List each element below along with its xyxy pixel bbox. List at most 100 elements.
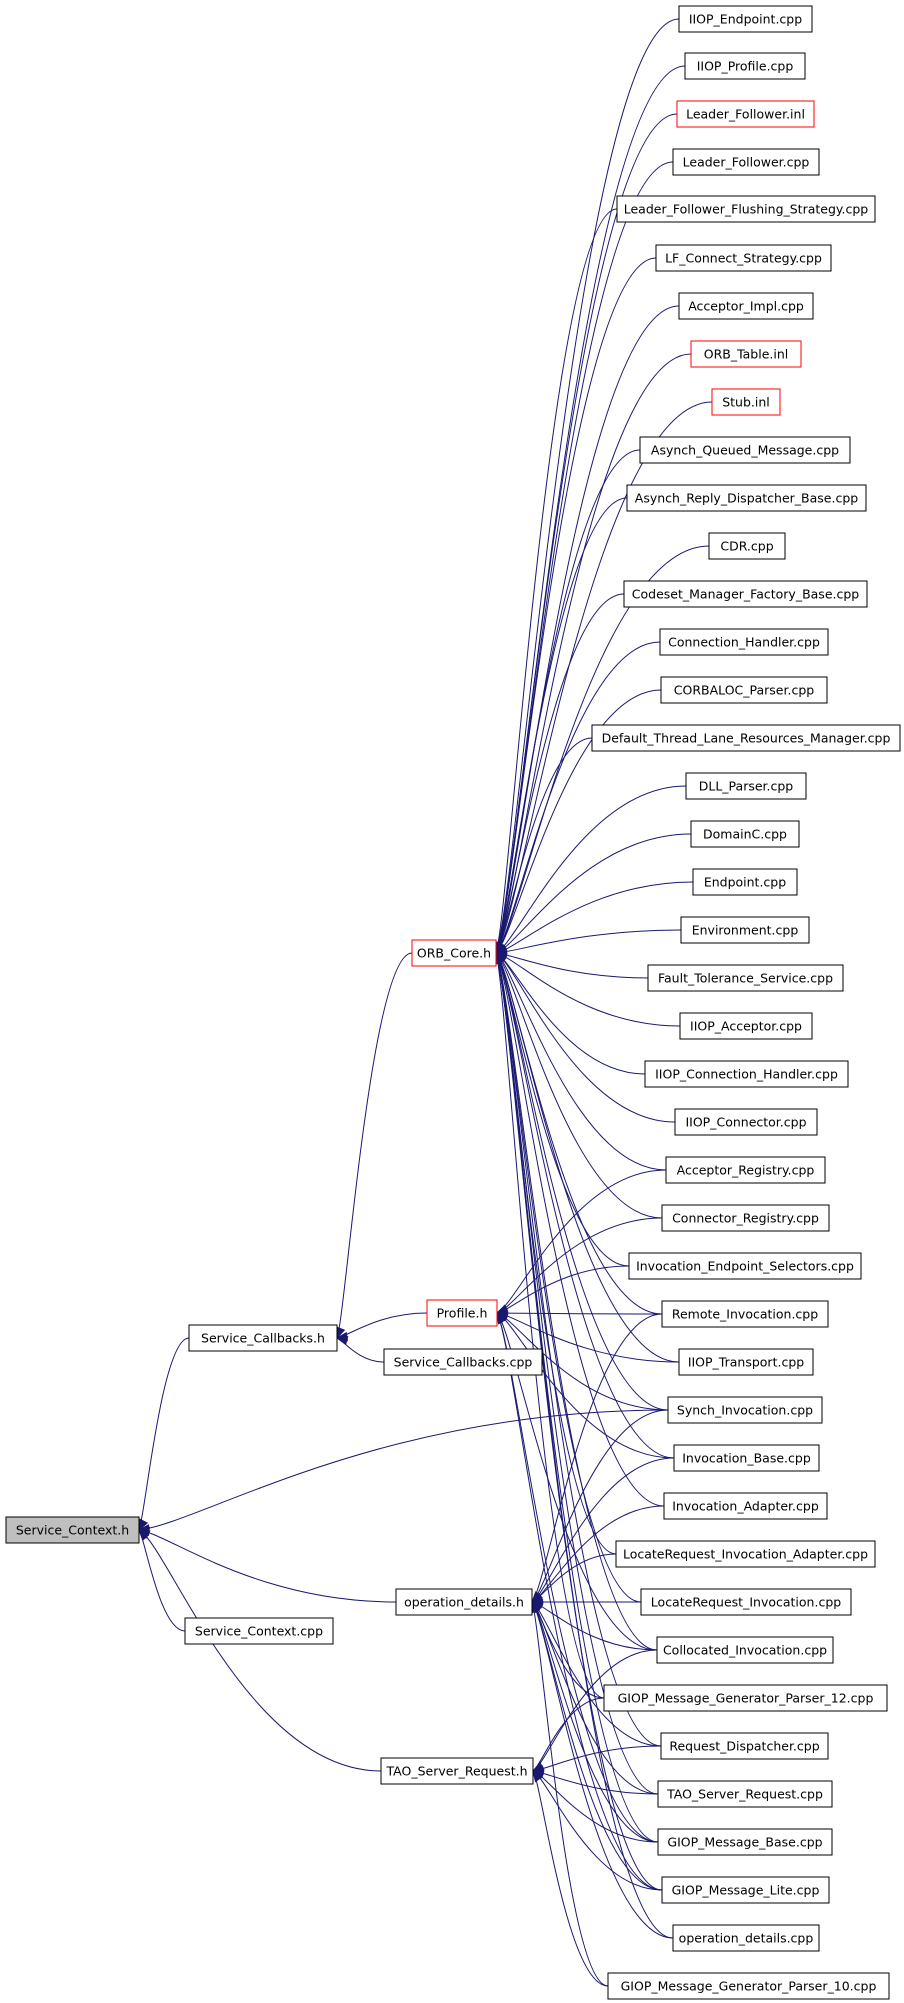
node-label[interactable]: Acceptor_Impl.cpp — [688, 299, 804, 314]
node-box[interactable] — [607, 1972, 890, 2000]
node-label[interactable]: Invocation_Endpoint_Selectors.cpp — [636, 1259, 854, 1274]
node-box[interactable] — [657, 1780, 833, 1808]
node-orb-table-inl[interactable]: ORB_Table.inl — [690, 340, 802, 368]
node-label[interactable]: Stub.inl — [722, 395, 770, 410]
node-label[interactable]: GIOP_Message_Generator_Parser_12.cpp — [618, 1691, 874, 1706]
node-box[interactable] — [663, 1492, 828, 1520]
node-box[interactable] — [640, 1588, 852, 1616]
node-label[interactable]: Connection_Handler.cpp — [668, 635, 820, 650]
node-box[interactable] — [678, 292, 814, 320]
node-orb-core-h[interactable]: ORB_Core.h — [411, 939, 497, 967]
node-iiop-endpoint-cpp[interactable]: IIOP_Endpoint.cpp — [678, 5, 813, 33]
node-giop-base-cpp[interactable]: GIOP_Message_Base.cpp — [657, 1828, 833, 1856]
node-environment-cpp[interactable]: Environment.cpp — [680, 916, 810, 944]
node-label[interactable]: LF_Connect_Strategy.cpp — [665, 251, 822, 266]
node-cdr-cpp[interactable]: CDR.cpp — [708, 532, 786, 560]
node-box[interactable] — [679, 1012, 813, 1040]
node-invocation-adapter-cpp[interactable]: Invocation_Adapter.cpp — [663, 1492, 828, 1520]
node-label[interactable]: TAO_Server_Request.cpp — [666, 1787, 823, 1802]
node-label[interactable]: Leader_Follower_Flushing_Strategy.cpp — [624, 202, 869, 217]
node-leader-follower-cpp[interactable]: Leader_Follower.cpp — [672, 148, 820, 176]
node-label[interactable]: GIOP_Message_Lite.cpp — [672, 1883, 820, 1898]
node-label[interactable]: DLL_Parser.cpp — [699, 779, 794, 794]
node-label[interactable]: Service_Callbacks.h — [201, 1331, 325, 1346]
node-profile-h[interactable]: Profile.h — [426, 1299, 498, 1327]
node-label[interactable]: Request_Dispatcher.cpp — [669, 1739, 819, 1754]
node-label[interactable]: Service_Context.h — [16, 1523, 129, 1538]
node-box[interactable] — [661, 1300, 829, 1328]
node-label[interactable]: CDR.cpp — [720, 539, 773, 554]
node-acceptor-impl-cpp[interactable]: Acceptor_Impl.cpp — [678, 292, 814, 320]
node-label[interactable]: Leader_Follower.cpp — [683, 155, 810, 170]
node-label[interactable]: Collocated_Invocation.cpp — [663, 1643, 827, 1658]
node-request-dispatcher-cpp[interactable]: Request_Dispatcher.cpp — [660, 1732, 829, 1760]
node-tao-server-request-cpp[interactable]: TAO_Server_Request.cpp — [657, 1780, 833, 1808]
node-box[interactable] — [678, 1348, 814, 1376]
node-domainc-cpp[interactable]: DomainC.cpp — [690, 820, 800, 848]
node-tao-server-request-h[interactable]: TAO_Server_Request.h — [380, 1757, 534, 1785]
node-box[interactable] — [644, 1060, 849, 1088]
node-label[interactable]: IIOP_Acceptor.cpp — [690, 1019, 802, 1034]
node-label[interactable]: Asynch_Queued_Message.cpp — [651, 443, 839, 458]
node-label[interactable]: Default_Thread_Lane_Resources_Manager.cp… — [602, 731, 891, 746]
node-label[interactable]: Service_Callbacks.cpp — [394, 1355, 533, 1370]
node-giop-lite-cpp[interactable]: GIOP_Message_Lite.cpp — [661, 1876, 830, 1904]
node-label[interactable]: ORB_Table.inl — [704, 347, 789, 362]
node-locreq-adapter-cpp[interactable]: LocateRequest_Invocation_Adapter.cpp — [615, 1540, 876, 1568]
node-label[interactable]: IIOP_Connection_Handler.cpp — [655, 1067, 838, 1082]
node-connector-registry-cpp[interactable]: Connector_Registry.cpp — [661, 1204, 830, 1232]
node-leader-follower-inl[interactable]: Leader_Follower.inl — [676, 100, 815, 128]
node-label[interactable]: IIOP_Transport.cpp — [688, 1355, 804, 1370]
node-box[interactable] — [623, 580, 868, 608]
node-box[interactable] — [647, 964, 844, 992]
node-label[interactable]: DomainC.cpp — [703, 827, 787, 842]
node-asynch-queued-cpp[interactable]: Asynch_Queued_Message.cpp — [639, 436, 851, 464]
node-asynch-reply-cpp[interactable]: Asynch_Reply_Dispatcher_Base.cpp — [626, 484, 867, 512]
node-iiop-profile-cpp[interactable]: IIOP_Profile.cpp — [684, 52, 806, 80]
node-box[interactable] — [616, 195, 876, 223]
node-box[interactable] — [678, 5, 813, 33]
node-label[interactable]: IIOP_Endpoint.cpp — [689, 12, 802, 27]
node-service-context-h[interactable]: Service_Context.h — [5, 1516, 140, 1544]
node-service-context-cpp[interactable]: Service_Context.cpp — [184, 1617, 334, 1645]
node-box[interactable] — [690, 820, 800, 848]
node-label[interactable]: ORB_Core.h — [417, 946, 491, 961]
node-lf-flushing-cpp[interactable]: Leader_Follower_Flushing_Strategy.cpp — [616, 195, 876, 223]
node-synch-invocation-cpp[interactable]: Synch_Invocation.cpp — [667, 1396, 823, 1424]
node-box[interactable] — [395, 1588, 533, 1616]
node-iiop-connection-handler-cpp[interactable]: IIOP_Connection_Handler.cpp — [644, 1060, 849, 1088]
node-box[interactable] — [659, 628, 829, 656]
node-default-thread-cpp[interactable]: Default_Thread_Lane_Resources_Manager.cp… — [591, 724, 901, 752]
node-dll-parser-cpp[interactable]: DLL_Parser.cpp — [685, 772, 807, 800]
node-invocation-endpoint-cpp[interactable]: Invocation_Endpoint_Selectors.cpp — [628, 1252, 862, 1280]
node-locreq-invocation-cpp[interactable]: LocateRequest_Invocation.cpp — [640, 1588, 852, 1616]
node-box[interactable] — [655, 244, 832, 272]
node-codeset-cpp[interactable]: Codeset_Manager_Factory_Base.cpp — [623, 580, 868, 608]
node-box[interactable] — [639, 436, 851, 464]
node-remote-invocation-cpp[interactable]: Remote_Invocation.cpp — [661, 1300, 829, 1328]
node-box[interactable] — [657, 1828, 833, 1856]
node-iiop-transport-cpp[interactable]: IIOP_Transport.cpp — [678, 1348, 814, 1376]
node-box[interactable] — [603, 1684, 888, 1712]
node-box[interactable] — [665, 1156, 826, 1184]
node-label[interactable]: Invocation_Adapter.cpp — [672, 1499, 819, 1514]
node-box[interactable] — [692, 868, 798, 896]
node-box[interactable] — [660, 676, 828, 704]
node-iiop-acceptor-cpp[interactable]: IIOP_Acceptor.cpp — [679, 1012, 813, 1040]
node-box[interactable] — [680, 916, 810, 944]
node-box[interactable] — [673, 1444, 820, 1472]
node-label[interactable]: operation_details.h — [404, 1595, 524, 1610]
node-box[interactable] — [615, 1540, 876, 1568]
node-label[interactable]: Profile.h — [437, 1306, 488, 1321]
node-box[interactable] — [411, 939, 497, 967]
node-box[interactable] — [383, 1348, 543, 1376]
node-box[interactable] — [628, 1252, 862, 1280]
node-box[interactable] — [711, 388, 781, 416]
node-label[interactable]: Synch_Invocation.cpp — [677, 1403, 813, 1418]
node-label[interactable]: Invocation_Base.cpp — [682, 1451, 811, 1466]
node-label[interactable]: CORBALOC_Parser.cpp — [674, 683, 814, 698]
node-box[interactable] — [660, 1732, 829, 1760]
node-label[interactable]: Fault_Tolerance_Service.cpp — [658, 971, 833, 986]
node-box[interactable] — [667, 1396, 823, 1424]
node-lf-connect-cpp[interactable]: LF_Connect_Strategy.cpp — [655, 244, 832, 272]
